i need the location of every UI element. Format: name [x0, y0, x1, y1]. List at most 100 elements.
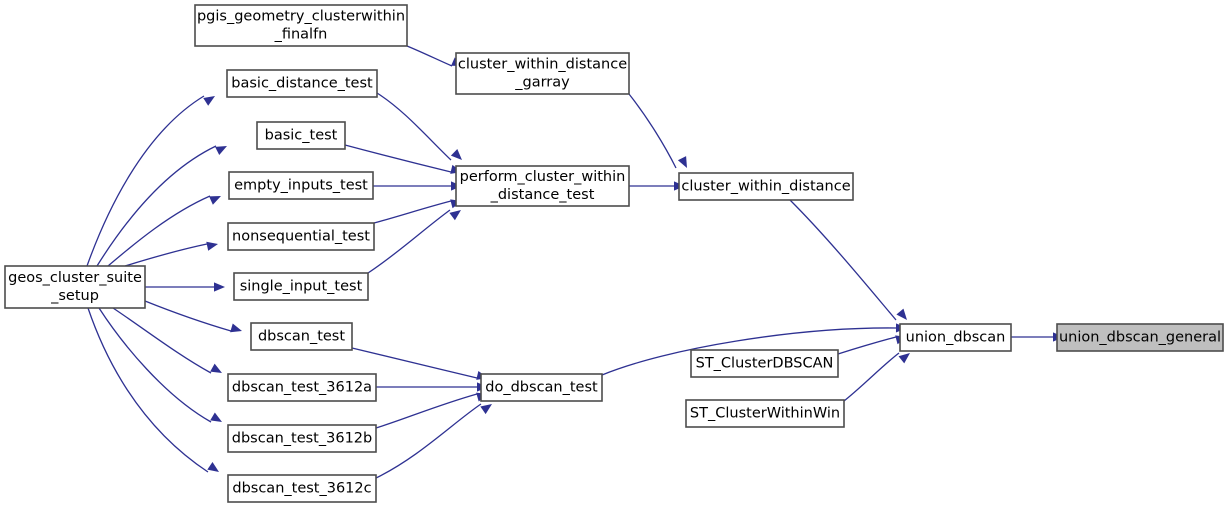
node-label: empty_inputs_test — [234, 178, 368, 194]
node-label: dbscan_test_3612a — [232, 380, 372, 396]
node-box[interactable] — [256, 121, 346, 150]
node-label: _garray — [514, 75, 570, 91]
edge-line — [837, 336, 897, 355]
node-label: _finalfn — [274, 27, 328, 43]
graph-node-cluster_within_distance_garray[interactable]: cluster_within_distance _garray — [455, 52, 630, 95]
graph-node-ST_ClusterWithinWin[interactable]: ST_ClusterWithinWin — [685, 399, 845, 428]
node-box[interactable] — [250, 322, 353, 351]
graph-node-union_dbscan_general[interactable]: union_dbscan_general — [1056, 323, 1224, 352]
graph-node-nonsequential_test[interactable]: nonsequential_test — [227, 222, 375, 251]
node-label: basic_test — [265, 128, 338, 144]
graph-node-basic_test[interactable]: basic_test — [256, 121, 346, 150]
graph-node-dbscan_test_3612b[interactable]: dbscan_test_3612b — [227, 424, 377, 453]
node-box[interactable] — [226, 69, 378, 98]
call-edge — [144, 300, 242, 333]
graph-node-dbscan_test_3612a[interactable]: dbscan_test_3612a — [227, 373, 377, 402]
node-box[interactable] — [227, 373, 377, 402]
edge-line — [107, 195, 211, 267]
edge-line — [124, 243, 208, 267]
node-label: union_dbscan_general — [1059, 330, 1221, 346]
node-layer: pgis_geometry_clusterwithin _finalfnclust… — [4, 4, 1224, 503]
graph-node-single_input_test[interactable]: single_input_test — [233, 272, 369, 301]
graph-node-cluster_within_distance[interactable]: cluster_within_distance — [678, 172, 854, 201]
graph-node-dbscan_test[interactable]: dbscan_test — [250, 322, 353, 351]
edge-line — [375, 393, 478, 429]
node-label: _setup — [50, 288, 99, 304]
call-edge — [628, 93, 687, 169]
node-label: _distance_test — [490, 187, 595, 203]
node-label: cluster_within_distance — [458, 57, 627, 73]
node-box[interactable] — [685, 399, 845, 428]
node-box[interactable] — [1056, 323, 1224, 352]
edge-line — [351, 347, 478, 379]
graph-node-do_dbscan_test[interactable]: do_dbscan_test — [480, 373, 603, 402]
call-edge — [98, 307, 222, 423]
graph-node-pgis_geometry_clusterwithin_finalfn[interactable]: pgis_geometry_clusterwithin _finalfn — [194, 4, 408, 47]
node-box[interactable] — [194, 4, 408, 47]
edge-layer — [86, 45, 1064, 479]
node-box[interactable] — [690, 349, 839, 378]
call-edge — [629, 181, 685, 191]
call-edge — [86, 95, 215, 267]
graph-node-empty_inputs_test[interactable]: empty_inputs_test — [228, 171, 374, 200]
graph-node-dbscan_test_3612c[interactable]: dbscan_test_3612c — [227, 474, 377, 503]
call-edge — [376, 382, 488, 392]
node-label: geos_cluster_suite — [8, 270, 142, 286]
node-label: pgis_geometry_clusterwithin — [197, 9, 405, 25]
call-edge — [1011, 332, 1064, 342]
edge-arrowhead — [449, 210, 461, 221]
edge-line — [144, 300, 232, 332]
node-box[interactable] — [227, 222, 375, 251]
node-box[interactable] — [233, 272, 369, 301]
call-edge — [87, 307, 219, 473]
edge-line — [373, 200, 452, 224]
node-box[interactable] — [480, 373, 603, 402]
edge-arrowhead — [206, 241, 218, 251]
graph-node-basic_distance_test[interactable]: basic_distance_test — [226, 69, 378, 98]
call-edge — [112, 307, 222, 374]
edge-arrowhead — [210, 412, 222, 422]
node-label: ST_ClusterWithinWin — [690, 406, 840, 422]
node-box[interactable] — [227, 424, 377, 453]
node-box[interactable] — [4, 265, 146, 309]
node-box[interactable] — [455, 52, 630, 95]
edge-arrowhead — [896, 308, 907, 320]
edge-arrowhead — [677, 156, 687, 168]
edge-line — [601, 327, 897, 376]
node-box[interactable] — [455, 165, 630, 207]
edge-line — [376, 92, 452, 161]
call-edge — [145, 282, 225, 292]
edge-line — [367, 209, 451, 274]
edge-line — [344, 144, 452, 173]
call-edge — [107, 195, 221, 267]
edge-arrowhead — [215, 146, 227, 156]
call-edge — [837, 335, 907, 355]
node-box[interactable] — [227, 474, 377, 503]
edge-arrowhead — [898, 353, 910, 364]
edge-arrowhead — [203, 96, 215, 106]
node-label: basic_distance_test — [231, 76, 373, 92]
node-box[interactable] — [678, 172, 854, 201]
node-label: dbscan_test_3612b — [232, 431, 372, 447]
node-box[interactable] — [899, 323, 1012, 352]
call-edge — [96, 145, 227, 267]
edge-line — [86, 95, 205, 267]
node-label: single_input_test — [240, 279, 363, 295]
edge-line — [96, 145, 217, 267]
node-label: nonsequential_test — [232, 229, 370, 245]
graph-node-ST_ClusterDBSCAN[interactable]: ST_ClusterDBSCAN — [690, 349, 839, 378]
edge-line — [87, 307, 209, 473]
edge-line — [628, 93, 677, 169]
call-edge — [124, 241, 218, 267]
node-label: union_dbscan — [906, 330, 1006, 346]
call-edge — [373, 181, 462, 191]
graph-node-perform_cluster_within_distance_test[interactable]: perform_cluster_within_distance_test — [455, 165, 630, 207]
graph-node-union_dbscan[interactable]: union_dbscan — [899, 323, 1012, 352]
call-edge — [789, 199, 907, 321]
node-box[interactable] — [228, 171, 374, 200]
call-edge — [843, 352, 910, 402]
graph-node-geos_cluster_suite_setup[interactable]: geos_cluster_suite _setup — [4, 265, 146, 309]
edge-arrowhead — [214, 282, 225, 292]
